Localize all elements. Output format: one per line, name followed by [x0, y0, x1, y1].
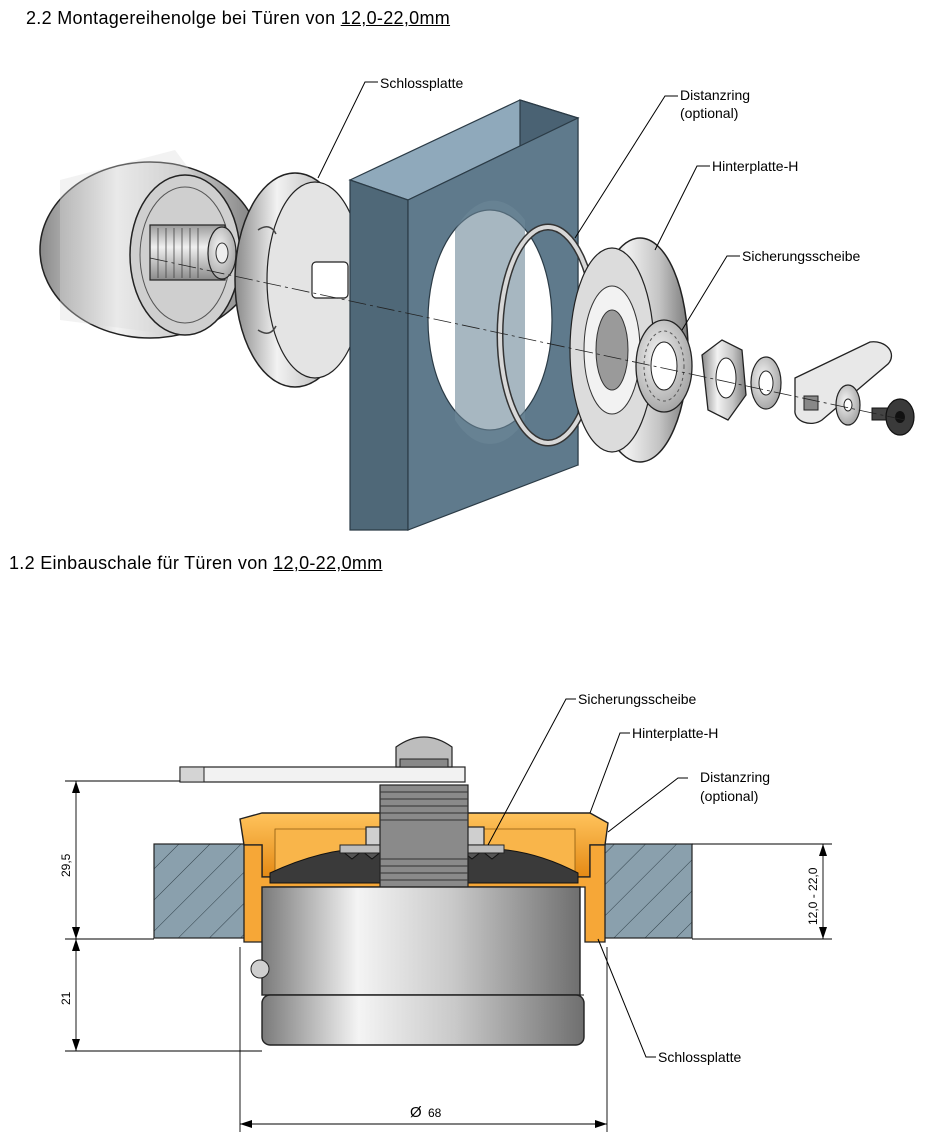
- leader-hinterplatte: [654, 165, 710, 251]
- assembly-heading: 2.2 Montagereihenolge bei Türen von 12,0…: [26, 8, 450, 29]
- lock-body: [39, 150, 261, 339]
- assembly-heading-range: 12,0-22,0mm: [340, 8, 451, 28]
- label-hinterplatte: Hinterplatte-H: [712, 158, 798, 174]
- threaded-shaft: [379, 784, 469, 896]
- door-section-left: [153, 843, 253, 939]
- schlossplatte-part: [234, 172, 364, 388]
- section-heading-text: 1.2 Einbauschale für Türen von: [9, 553, 274, 573]
- hex-nut-part: [701, 339, 747, 421]
- section-heading: 1.2 Einbauschale für Türen von 12,0-22,0…: [9, 553, 383, 574]
- dim-diameter: 68: [428, 1106, 442, 1120]
- dim-diameter-symbol: Ø: [410, 1104, 422, 1121]
- exploded-assembly-drawing: Schlossplatte Distanzring (optional) Hin…: [39, 75, 915, 531]
- tab-washer-part: [750, 356, 782, 410]
- leader-distanzring: [574, 95, 678, 239]
- label-distanzring-optional: (optional): [680, 105, 738, 121]
- section-heading-range: 12,0-22,0mm: [273, 553, 383, 573]
- leader-sec-distanzring: [607, 777, 688, 833]
- sec-label-distanzring: Distanzring: [700, 769, 770, 785]
- sicherungsscheibe-part: [635, 319, 693, 413]
- center-axis: [149, 257, 906, 421]
- screw-part: [871, 398, 915, 436]
- leader-sec-schlossplatte: [597, 938, 656, 1058]
- dim-door-thickness: 12,0 - 22,0: [806, 867, 820, 925]
- door-panel: [348, 99, 580, 531]
- lock-cylinder-section: [250, 886, 585, 1046]
- cam-bar-section: [179, 766, 466, 783]
- sec-label-hinterplatte: Hinterplatte-H: [632, 725, 718, 741]
- leader-schlossplatte: [317, 81, 378, 179]
- dim-height-top: 29,5: [59, 853, 73, 877]
- label-distanzring: Distanzring: [680, 87, 750, 103]
- section-view-drawing: 29,5 21 12,0 - 22,0 Ø 68 Sicherungsschei…: [59, 691, 832, 1132]
- leader-sicherungsscheibe: [681, 255, 740, 331]
- sec-label-distanzring-optional: (optional): [700, 788, 758, 804]
- sec-label-sicherungsscheibe: Sicherungsscheibe: [578, 691, 697, 707]
- sec-label-schlossplatte: Schlossplatte: [658, 1049, 741, 1065]
- door-section-right: [591, 843, 693, 939]
- dim-height-bottom: 21: [59, 991, 73, 1005]
- leader-sec-sicherungsscheibe: [487, 698, 576, 846]
- label-schlossplatte: Schlossplatte: [380, 75, 463, 91]
- assembly-heading-text: 2.2 Montagereihenolge bei Türen von: [26, 8, 341, 28]
- leader-sec-hinterplatte: [589, 732, 630, 814]
- cam-latch-part: [794, 341, 893, 424]
- label-sicherungsscheibe: Sicherungsscheibe: [742, 248, 861, 264]
